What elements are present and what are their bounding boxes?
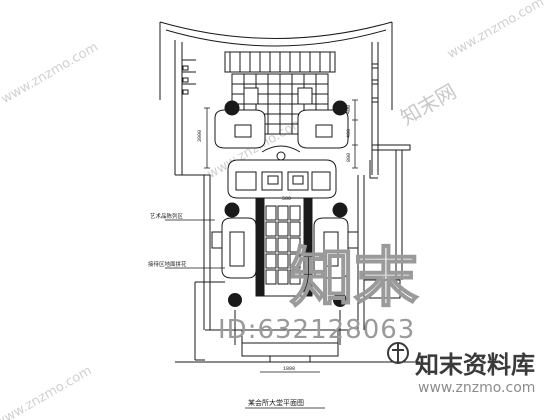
left-walls bbox=[159, 40, 225, 361]
wm-id-text: ID:632128063 bbox=[218, 315, 415, 345]
wm-diag-3: www.znzmo.com bbox=[0, 363, 94, 420]
wm-big-logo: 知末 bbox=[290, 242, 418, 316]
top-curved-wall bbox=[159, 21, 393, 48]
logo-mark bbox=[387, 342, 409, 364]
wm-site-cn: 知末资料库 bbox=[415, 351, 535, 379]
plan-caption: 某会所大堂平面图 bbox=[248, 398, 304, 407]
annotation-left-1: 艺术品陈列区 bbox=[150, 212, 184, 220]
lower-sofa-right bbox=[313, 202, 359, 279]
dim-right-3: 800 bbox=[346, 153, 352, 162]
lower-sofa-left bbox=[211, 202, 257, 279]
annotation-left-2: 接待区地面拼花 bbox=[148, 260, 187, 268]
annotations: 艺术品陈列区 接待区地面拼花 bbox=[148, 212, 187, 268]
dim-right-2: 400 bbox=[346, 129, 352, 138]
dim-left: 3900 bbox=[197, 130, 203, 142]
dim-mid: 500 bbox=[282, 196, 291, 202]
wm-diag-1: www.znzmo.com bbox=[0, 40, 101, 107]
dimension-lines bbox=[165, 99, 358, 373]
upper-sofa-right bbox=[297, 100, 349, 149]
plants-bottom bbox=[228, 293, 347, 307]
central-tile-field bbox=[255, 197, 313, 297]
right-walls bbox=[357, 42, 411, 330]
dim-bottom: 1800 bbox=[283, 366, 295, 372]
dimension-text: 3900 400 400 800 500 1800 bbox=[197, 105, 352, 372]
dim-right-1: 400 bbox=[346, 105, 352, 114]
wm-site-url: www.znzmo.com bbox=[418, 380, 535, 396]
mid-seating bbox=[227, 159, 337, 199]
bottom-threshold bbox=[175, 329, 420, 363]
wm-diag-2: www.znzmo.com bbox=[445, 0, 547, 62]
upper-sofa-left bbox=[214, 100, 266, 149]
wm-brand-cn: 知末网 bbox=[396, 79, 460, 130]
caption: 某会所大堂平面图 bbox=[245, 398, 325, 409]
